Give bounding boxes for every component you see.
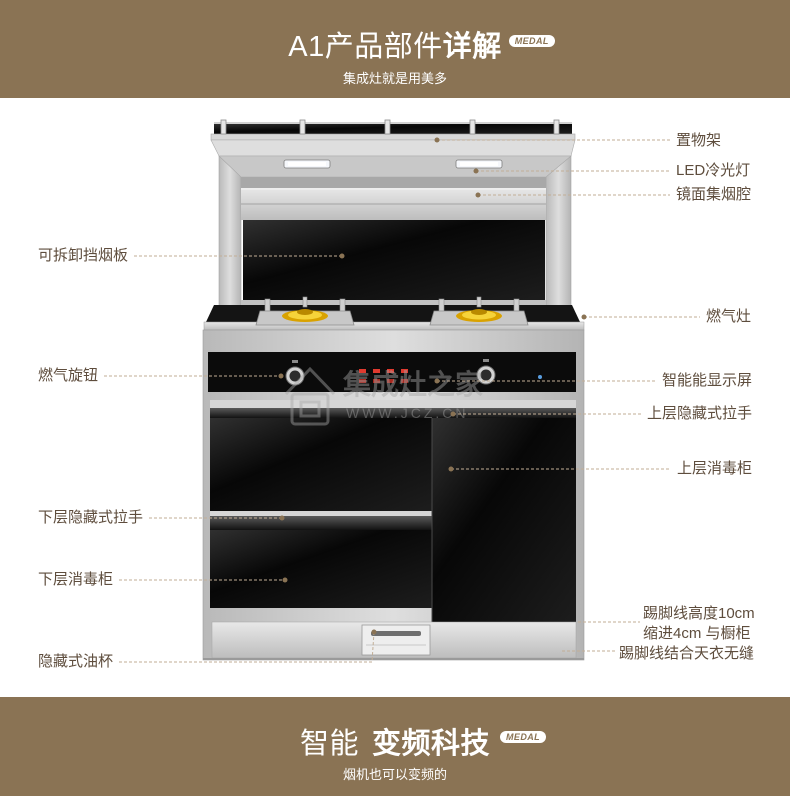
callout-label-upper-cabinet: 上层消毒柜 [677, 460, 753, 477]
cabinet-floor-shadow [203, 658, 584, 660]
section-title: 智能变频科技 MEDAL [299, 728, 547, 760]
callout-label-lower-cabinet: 下层消毒柜 [38, 571, 114, 588]
hood-inner-back [241, 177, 546, 188]
leader-dot-lower-cabinet [282, 577, 288, 583]
left-upper-door [210, 418, 432, 511]
section-title-light: 智能 [299, 728, 359, 760]
indicator-light [538, 375, 542, 379]
leader-dot-lower-handle [279, 515, 285, 521]
callout-label-lower-handle: 下层隐藏式拉手 [38, 509, 144, 526]
smoke-baffle-panel [243, 220, 545, 300]
page-title: A1产品部件详解 MEDAL [288, 31, 555, 63]
callout-label-display: 智能能显示屏 [662, 372, 753, 389]
callout-label-kick-indent: 缩进4cm 与橱柜 [643, 625, 751, 642]
lower-hidden-handle [210, 511, 432, 530]
footer-banner: 智能变频科技 MEDAL 烟机也可以变频的 [0, 697, 790, 796]
watermark: 集成灶之家 WWW.JCZ.CN [284, 366, 483, 426]
oil-cup [361, 624, 431, 656]
knob-left [285, 360, 305, 386]
leader-line-oil-cup [119, 631, 375, 663]
page-title-light: A1产品部件 [288, 31, 443, 63]
leader-dot-mirror-chamber [475, 192, 481, 198]
led-light-right [455, 159, 503, 169]
leader-dots [278, 137, 587, 635]
leader-dot-gas-stove [581, 314, 587, 320]
header-banner: A1产品部件详解 MEDAL 集成灶就是用美多 [0, 0, 790, 98]
callout-label-smoke-baffle: 可拆卸挡烟板 [38, 247, 129, 264]
medal-badge: MEDAL [508, 35, 555, 47]
gas-burner-left [255, 296, 355, 326]
header-title-row: A1产品部件详解 MEDAL [0, 32, 790, 62]
medal-badge-footer: MEDAL [500, 731, 547, 743]
display-screen [359, 369, 408, 383]
gas-burner-right [429, 296, 529, 326]
section-title-bold: 变频科技 [372, 728, 491, 760]
callout-label-kick-height: 踢脚线高度10cm [643, 605, 755, 622]
leader-dot-gas-knob [278, 373, 284, 379]
hood-bottom-trim [241, 300, 546, 306]
section-subtitle: 烟机也可以变频的 [342, 767, 447, 782]
callout-label-storage-rack: 置物架 [676, 132, 722, 149]
hood-side-column-right [545, 155, 572, 307]
knob-right [476, 359, 496, 385]
callout-label-oil-cup: 隐藏式油杯 [38, 653, 114, 670]
led-light-left [283, 159, 331, 169]
leader-lines [104, 139, 700, 663]
page-subtitle: 集成灶就是用美多 [342, 71, 447, 86]
callout-label-upper-handle: 上层隐藏式拉手 [647, 405, 753, 422]
hood-canopy [210, 139, 576, 178]
callout-label-gas-stove: 燃气灶 [706, 308, 752, 325]
leader-dot-display [434, 378, 440, 384]
leader-dot-smoke-baffle [339, 253, 345, 259]
mirror-smoke-chamber [241, 188, 546, 220]
footer-title-row: 智能变频科技 MEDAL [0, 729, 790, 759]
leader-dot-storage-rack [434, 137, 440, 143]
watermark-brand: 集成灶之家 [342, 368, 483, 400]
hood-side-column-left [218, 155, 242, 307]
lower-disinfection-cabinet [210, 530, 432, 608]
page-title-bold: 详解 [442, 31, 502, 63]
upper-disinfection-cabinet [432, 418, 576, 622]
upper-hidden-handle [210, 400, 576, 418]
storage-rack [210, 119, 576, 141]
leader-dot-upper-cabinet [448, 466, 454, 472]
callout-label-led-light: LED冷光灯 [676, 162, 751, 179]
leader-dot-upper-handle [450, 411, 456, 417]
callout-label-gas-knob: 燃气旋钮 [38, 367, 99, 384]
watermark-house-icon [284, 366, 336, 426]
watermark-url: WWW.JCZ.CN [346, 405, 469, 421]
callout-label-mirror-chamber: 镜面集烟腔 [676, 186, 752, 203]
leader-dot-led-light [473, 168, 479, 174]
callout-label-kick-seamless: 踢脚线结合天衣无缝 [619, 645, 755, 662]
leader-dot-oil-cup [371, 629, 377, 635]
